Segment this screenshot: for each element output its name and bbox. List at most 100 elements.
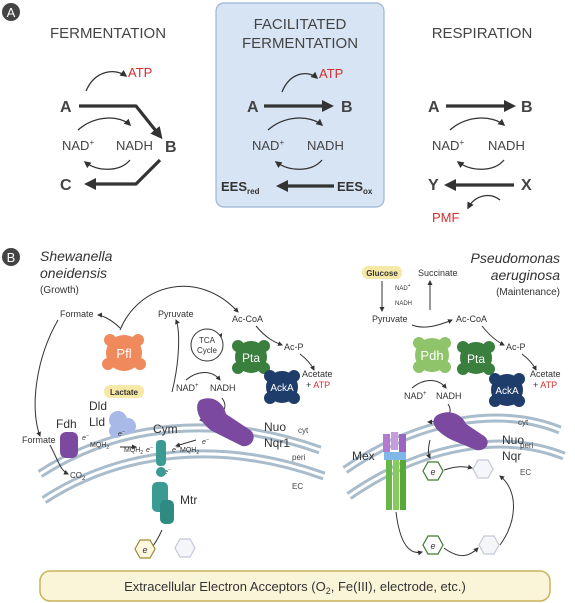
facilitated-atp: ATP [319,66,343,81]
respiration-b: B [521,99,533,116]
panel-b: B Shewanella oneidensis (Growth) cyt per… [2,248,566,602]
svg-text:e−: e− [164,467,171,476]
panel-a-badge [2,3,20,21]
pyruvate: Pyruvate [372,314,408,324]
acetyl-coa: Ac-CoA [456,314,487,324]
mqh2-2: MQH2 [124,447,143,456]
facilitated-b: B [341,99,353,116]
panel-b-badge-label: B [7,250,16,265]
sw-nad: NAD+ [176,383,199,393]
acetate-atp: + ATP [306,380,330,390]
acka-label: AckA [495,386,519,397]
nad-top-arc [77,117,132,131]
fermentation-b: B [165,139,177,156]
svg-text:e: e [430,541,435,551]
svg-text:e−: e− [82,433,89,442]
acetate: Acetate [530,369,561,379]
cym-label: Cym [153,422,178,436]
fermentation-c: C [60,177,72,194]
acetyl-coa: Ac-CoA [232,314,263,324]
pyruvate-to-acoa-arrow [119,285,239,331]
fermentation-nadh: NADH [116,138,153,153]
respiration-y: Y [428,177,439,194]
empty-hexagon-top [472,459,494,479]
formate-top: Formate [60,309,94,319]
acka-label: AckA [270,383,294,394]
formate-down-arrow [34,319,59,437]
svg-text:e: e [430,467,435,477]
glucose-label: Glucose [366,269,398,278]
electron-hexagon-top [422,461,444,481]
pseudomonas-diagram: Pseudomonas aeruginosa (Maintenance) cyt… [342,250,566,556]
b-to-c-arrow [84,158,162,190]
fdh-protein [60,432,78,458]
nad-top-arc [267,117,324,131]
cym-protein [156,440,166,477]
acceptors-box [39,570,551,602]
facilitated-nad: NAD+ [252,138,284,153]
svg-text:e−: e− [172,445,179,454]
mqh2-3: MQH2 [180,447,199,456]
tca-cycle-ring [190,328,224,362]
nad-small: NAD+ [395,283,411,292]
dld-label: Dld [89,399,107,413]
acceptors-bar: Extracellular Electron Acceptors (O2, Fe… [39,570,551,602]
nqr1-label: Nqr1 [264,436,290,450]
pta-enzyme: Pta [457,341,495,375]
nuo-label: Nuo [264,420,286,434]
pfl-enzyme: Pfl [102,334,146,371]
acoa-to-acp-arrow [255,325,283,346]
facilitated-title-2: FERMENTATION [242,35,358,52]
lactate-to-pyruvate-arrow [171,319,180,393]
nadh-small: NADH [395,301,412,307]
respiration-scheme: RESPIRATION A B NAD+ NADH Y X PMF [428,25,533,225]
acka-enzyme: AckA [264,370,300,404]
shewanella-condition: (Growth) [40,285,79,296]
pta-label: Pta [242,351,260,365]
acp-to-acetate-arrow [299,353,315,371]
mex-pump [383,432,406,510]
pdh-enzyme: Pdh [413,337,451,373]
respiration-a: A [428,99,440,116]
sw-nadh: NADH [210,383,236,393]
pta-label: Pta [467,352,485,366]
peri-label: peri [292,453,306,462]
ps-nad: NAD+ [404,391,427,401]
shewanella-diagram: Shewanella oneidensis (Growth) cyt peri … [22,248,333,559]
tca-label-2: Cycle [197,346,218,355]
atp-arrow [281,71,319,93]
pseudomonas-title-2: aeruginosa [491,267,560,283]
nuo-label: Nuo [502,433,524,447]
mqh2-1: MQH2 [90,442,109,451]
svg-text:e−: e− [202,437,209,446]
pseudomonas-condition: (Maintenance) [496,287,560,298]
pmf-arrow [467,194,501,210]
tca-label-1: TCA [199,336,216,345]
pseudomonas-title-1: Pseudomonas [470,250,560,266]
pta-enzyme: Pta [232,340,270,374]
fdh-label: Fdh [56,417,77,431]
ees-red: EESred [221,179,260,196]
cyt-label: cyt [518,418,529,427]
ec-label: EC [520,468,531,477]
ees-ox: EESox [337,179,373,196]
facilitated-title-1: FACILITATED [254,16,347,33]
nuo-nqr1-protein [197,398,254,447]
cyt-label: cyt [298,426,309,435]
dld-lld-protein [109,411,136,438]
atp-arrow [85,69,128,92]
lactate-badge [104,385,144,398]
nad-bottom-arc [456,159,505,170]
ps-nadh: NADH [436,391,462,401]
nuo-nqr-protein [433,412,488,451]
peri-label: peri [520,441,534,450]
nad-bottom-arc [274,159,323,170]
nad-top-arc [449,117,506,131]
acetate: Acetate [302,369,333,379]
mtr-protein [152,482,174,524]
formate-bottom: Formate [22,435,56,445]
nqr-label: Nqr [502,449,521,463]
empty-hexagon-bottom [478,535,500,555]
fermentation-atp: ATP [128,65,152,80]
